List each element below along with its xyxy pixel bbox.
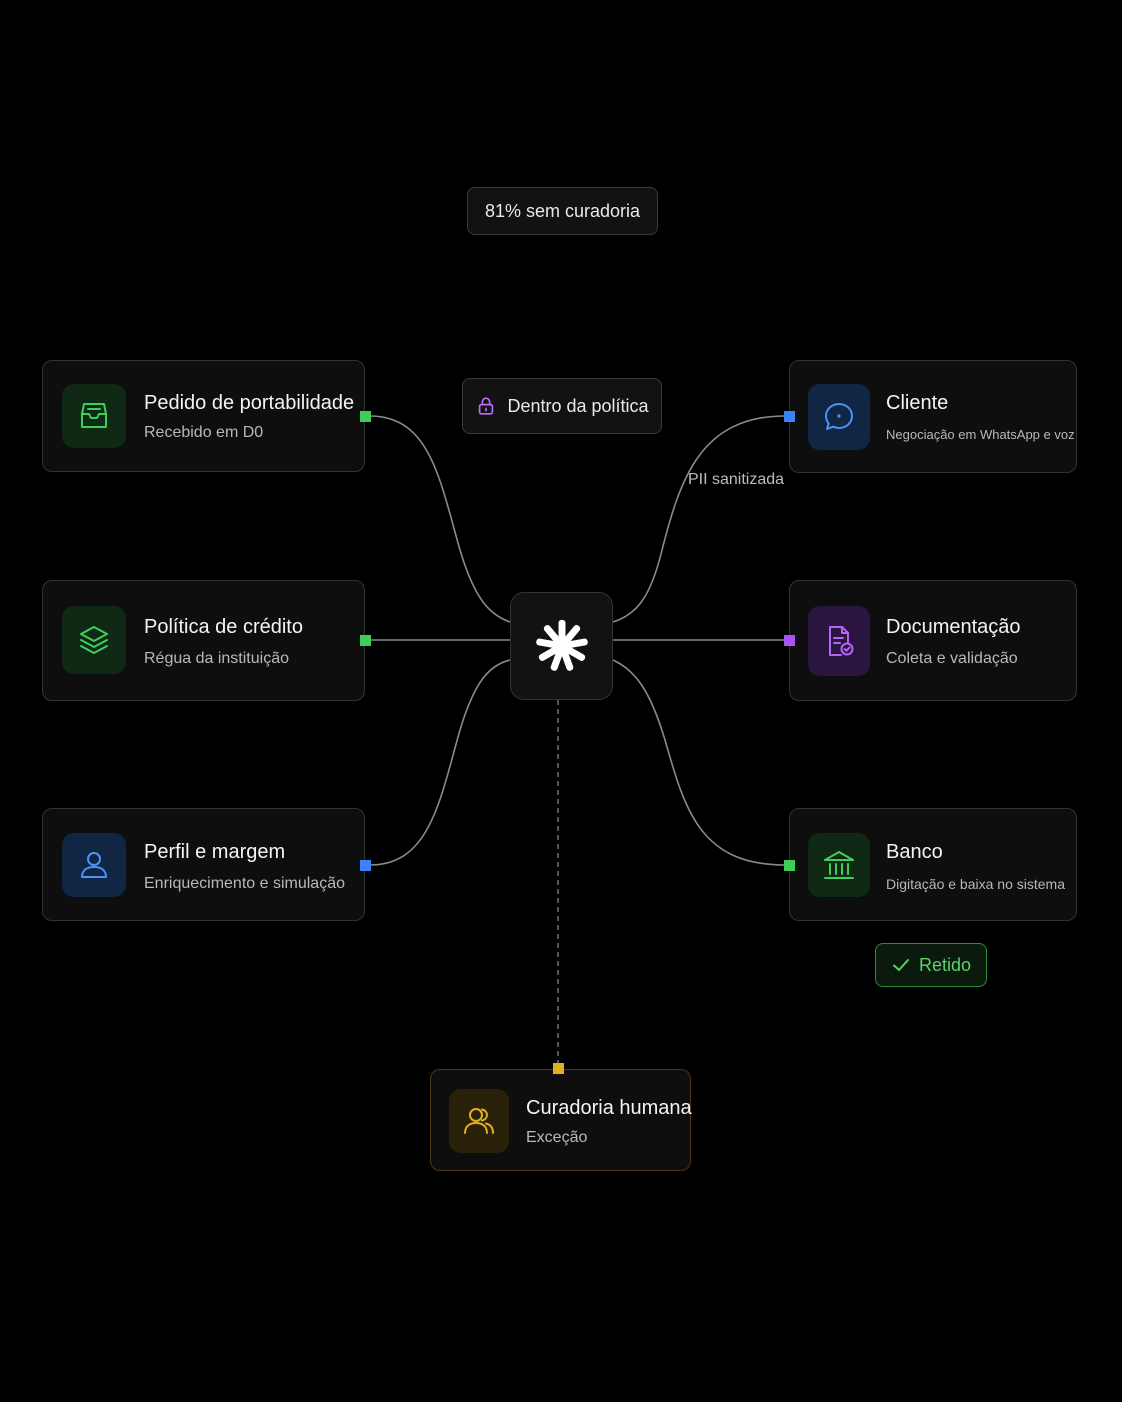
port-politica-out[interactable] [360, 635, 371, 646]
check-icon [892, 959, 909, 971]
layers-icon-box [62, 606, 126, 674]
bank-icon-box [808, 833, 870, 897]
chat-icon-box [808, 384, 870, 450]
status-label: Retido [918, 954, 972, 975]
inbox-icon-box [62, 384, 126, 448]
document-check-icon [829, 626, 854, 656]
port-curadoria-in[interactable] [553, 1063, 564, 1074]
user-icon-box [62, 833, 126, 897]
node-subtitle: Recebido em D0 [144, 424, 264, 441]
node-perfil-margem[interactable]: Perfil e margem Enriquecimento e simulaç… [42, 808, 365, 921]
port-documentacao-in[interactable] [784, 635, 795, 646]
port-banco-in[interactable] [784, 860, 795, 871]
chat-bubble-icon [825, 403, 853, 430]
node-subtitle: Coleta e validação [886, 650, 1018, 667]
automation-rate-badge: 81% sem curadoria [467, 187, 658, 235]
document-icon-box [808, 606, 870, 676]
policy-badge: Dentro da política [462, 378, 662, 434]
bank-icon [824, 851, 854, 879]
pii-edge-label: PII sanitizada [688, 471, 785, 488]
node-curadoria-humana[interactable]: Curadoria humana Exceção [430, 1069, 692, 1171]
node-title: Curadoria humana [526, 1097, 692, 1119]
node-title: Perfil e margem [144, 841, 286, 863]
policy-label: Dentro da política [507, 395, 649, 416]
lock-icon [479, 397, 494, 415]
node-subtitle: Digitação e baixa no sistema [886, 876, 1065, 892]
asterisk-logo-icon [535, 619, 588, 671]
edge-hub-cliente [612, 415, 786, 623]
user-icon [81, 852, 107, 878]
node-documentacao[interactable]: Documentação Coleta e validação [789, 580, 1077, 701]
node-banco[interactable]: Banco Digitação e baixa no sistema [789, 808, 1077, 921]
node-title: Banco [886, 841, 943, 863]
node-politica-credito[interactable]: Política de crédito Régua da instituição [42, 580, 365, 701]
orchestrator-hub[interactable] [510, 592, 613, 700]
node-title: Documentação [886, 616, 1021, 638]
node-subtitle: Enriquecimento e simulação [144, 875, 345, 892]
node-subtitle: Negociação em WhatsApp e voz [886, 427, 1075, 442]
node-subtitle: Régua da instituição [144, 650, 289, 667]
node-pedido-portabilidade[interactable]: Pedido de portabilidade Recebido em D0 [42, 360, 365, 472]
users-icon-box [449, 1089, 509, 1153]
port-perfil-out[interactable] [360, 860, 371, 871]
node-title: Pedido de portabilidade [144, 392, 355, 414]
status-badge-retido: Retido [875, 943, 987, 987]
node-title: Cliente [886, 392, 949, 414]
users-icon [464, 1108, 494, 1134]
edge-pedido-hub [369, 415, 511, 623]
port-pedido-out[interactable] [360, 411, 371, 422]
node-cliente[interactable]: Cliente Negociação em WhatsApp e voz [789, 360, 1077, 473]
node-title: Política de crédito [144, 616, 303, 638]
edge-perfil-hub [369, 659, 511, 866]
edge-hub-banco [612, 659, 786, 866]
inbox-icon [81, 403, 107, 428]
layers-icon [80, 626, 108, 654]
automation-rate-label: 81% sem curadoria [484, 200, 641, 221]
node-subtitle: Exceção [526, 1129, 588, 1146]
port-cliente-in[interactable] [784, 411, 795, 422]
